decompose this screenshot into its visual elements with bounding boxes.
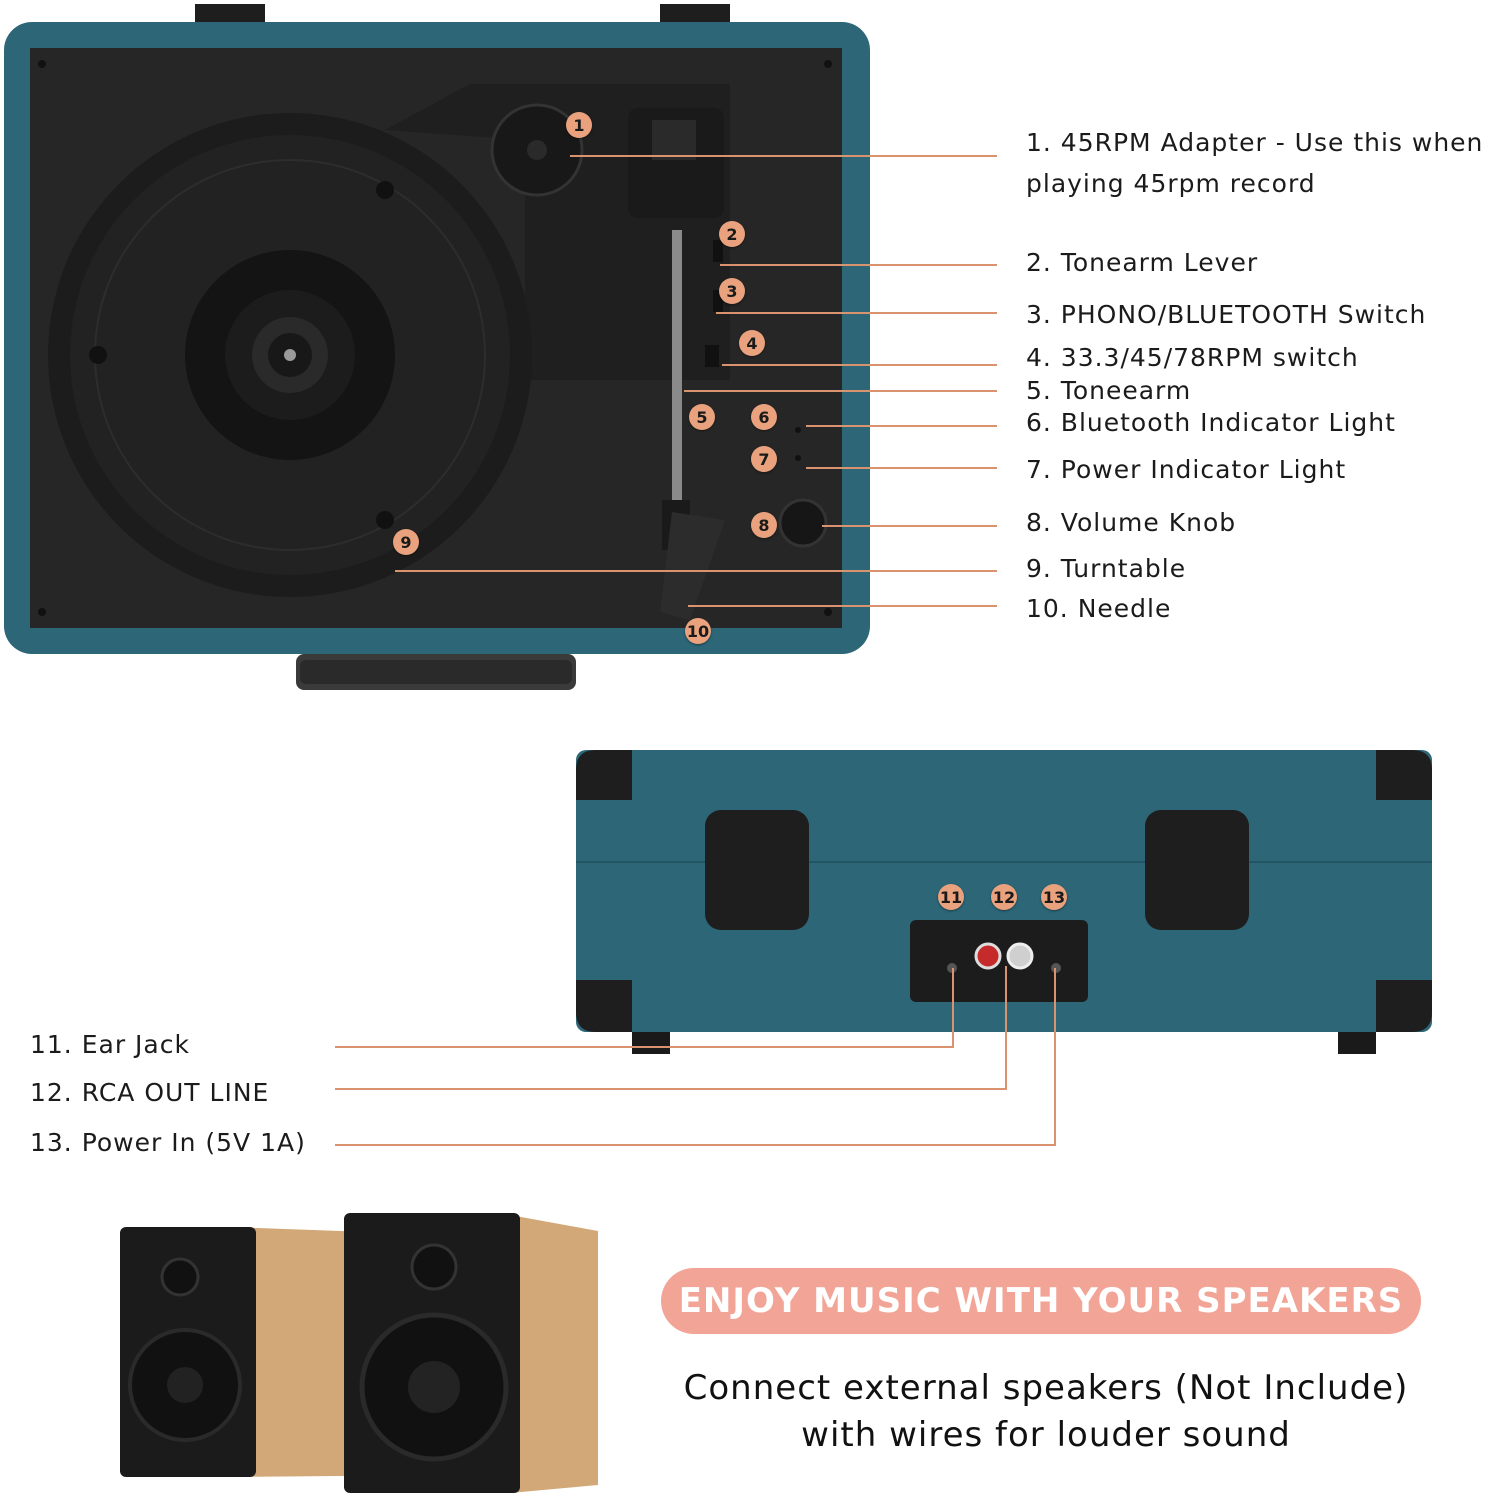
label-power-in: 13. Power In (5V 1A) bbox=[30, 1128, 306, 1157]
leader-7 bbox=[806, 467, 997, 469]
leader-11-vertical bbox=[952, 968, 954, 1048]
leader-1 bbox=[570, 155, 997, 157]
hinge-right bbox=[1145, 810, 1249, 930]
hinge-left bbox=[705, 810, 809, 930]
label-45rpm-adapter-line1: 1. 45RPM Adapter - Use this when bbox=[1026, 128, 1484, 157]
label-phono-bluetooth-switch: 3. PHONO/BLUETOOTH Switch bbox=[1026, 300, 1427, 329]
leader-5 bbox=[684, 390, 997, 392]
leader-3 bbox=[716, 312, 997, 314]
rca-white bbox=[1006, 942, 1034, 970]
label-power-indicator: 7. Power Indicator Light bbox=[1026, 455, 1347, 484]
tonearm-rod bbox=[672, 230, 682, 500]
leader-4 bbox=[722, 364, 997, 366]
leader-12-vertical bbox=[1005, 966, 1007, 1090]
promo-caption-line2: with wires for louder sound bbox=[801, 1415, 1291, 1455]
promo-caption-line1: Connect external speakers (Not Include) bbox=[683, 1368, 1409, 1408]
power-jack bbox=[1051, 963, 1061, 973]
top-latch-left bbox=[195, 4, 265, 26]
leader-10 bbox=[688, 605, 997, 607]
badge-9: 9 bbox=[393, 529, 419, 555]
label-rpm-switch: 4. 33.3/45/78RPM switch bbox=[1026, 343, 1359, 372]
label-toneearm: 5. Toneearm bbox=[1026, 376, 1192, 405]
leader-13-vertical bbox=[1054, 968, 1056, 1146]
leader-6 bbox=[806, 425, 997, 427]
label-turntable: 9. Turntable bbox=[1026, 554, 1187, 583]
badge-4: 4 bbox=[739, 330, 765, 356]
speakers-image bbox=[120, 1213, 598, 1493]
badge-10: 10 bbox=[685, 618, 711, 644]
label-45rpm-adapter-line2: playing 45rpm record bbox=[1026, 169, 1316, 198]
rca-red bbox=[974, 942, 1002, 970]
promo-banner: ENJOY MUSIC WITH YOUR SPEAKERS bbox=[661, 1268, 1421, 1334]
label-ear-jack: 11. Ear Jack bbox=[30, 1030, 190, 1059]
label-needle: 10. Needle bbox=[1026, 594, 1172, 623]
leader-12 bbox=[335, 1088, 1007, 1090]
label-rca-out-line: 12. RCA OUT LINE bbox=[30, 1078, 270, 1107]
volume-knob bbox=[778, 498, 828, 548]
label-volume-knob: 8. Volume Knob bbox=[1026, 508, 1237, 537]
leader-2 bbox=[720, 264, 997, 266]
badge-3: 3 bbox=[719, 278, 745, 304]
badge-2: 2 bbox=[719, 221, 745, 247]
badge-12: 12 bbox=[991, 884, 1017, 910]
badge-5: 5 bbox=[689, 404, 715, 430]
badge-6: 6 bbox=[751, 404, 777, 430]
leader-9 bbox=[395, 570, 997, 572]
label-tonearm-lever: 2. Tonearm Lever bbox=[1026, 248, 1259, 277]
leader-13 bbox=[335, 1144, 1056, 1146]
top-latch-right bbox=[660, 4, 730, 26]
badge-13: 13 bbox=[1041, 884, 1067, 910]
leader-8 bbox=[822, 525, 997, 527]
badge-8: 8 bbox=[751, 512, 777, 538]
badge-7: 7 bbox=[751, 446, 777, 472]
turntable-top-view bbox=[4, 4, 870, 690]
badge-11: 11 bbox=[938, 884, 964, 910]
needle-headshell bbox=[660, 512, 725, 620]
speaker-right-side bbox=[510, 1215, 598, 1493]
leader-11 bbox=[335, 1046, 954, 1048]
label-bluetooth-indicator: 6. Bluetooth Indicator Light bbox=[1026, 408, 1396, 437]
badge-1: 1 bbox=[566, 112, 592, 138]
